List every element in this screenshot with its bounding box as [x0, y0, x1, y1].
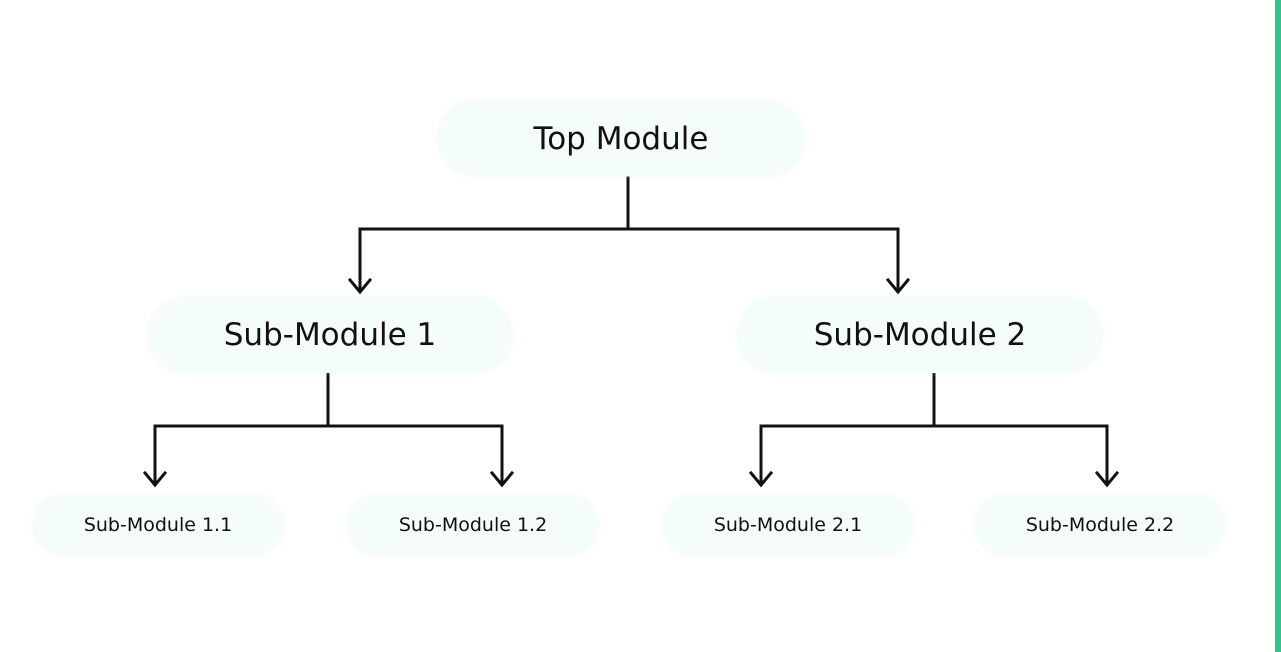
- node-sub-module-1: Sub-Module 1: [148, 297, 512, 373]
- right-accent-bar: [1275, 0, 1281, 652]
- node-sub-module-2-1: Sub-Module 2.1: [663, 495, 913, 555]
- node-top-module: Top Module: [438, 101, 804, 176]
- arrowhead-sub1: [347, 277, 373, 295]
- arrowhead-sub22: [1094, 470, 1120, 488]
- arrowhead-sub12: [489, 470, 515, 488]
- arrowhead-sub11: [142, 470, 168, 488]
- node-sub-module-1-2: Sub-Module 1.2: [348, 495, 598, 555]
- node-sub-module-2-2: Sub-Module 2.2: [975, 495, 1225, 555]
- node-sub-module-2: Sub-Module 2: [738, 297, 1102, 373]
- node-sub-module-1-1: Sub-Module 1.1: [33, 495, 283, 555]
- arrowhead-sub2: [885, 277, 911, 295]
- arrowhead-sub21: [748, 470, 774, 488]
